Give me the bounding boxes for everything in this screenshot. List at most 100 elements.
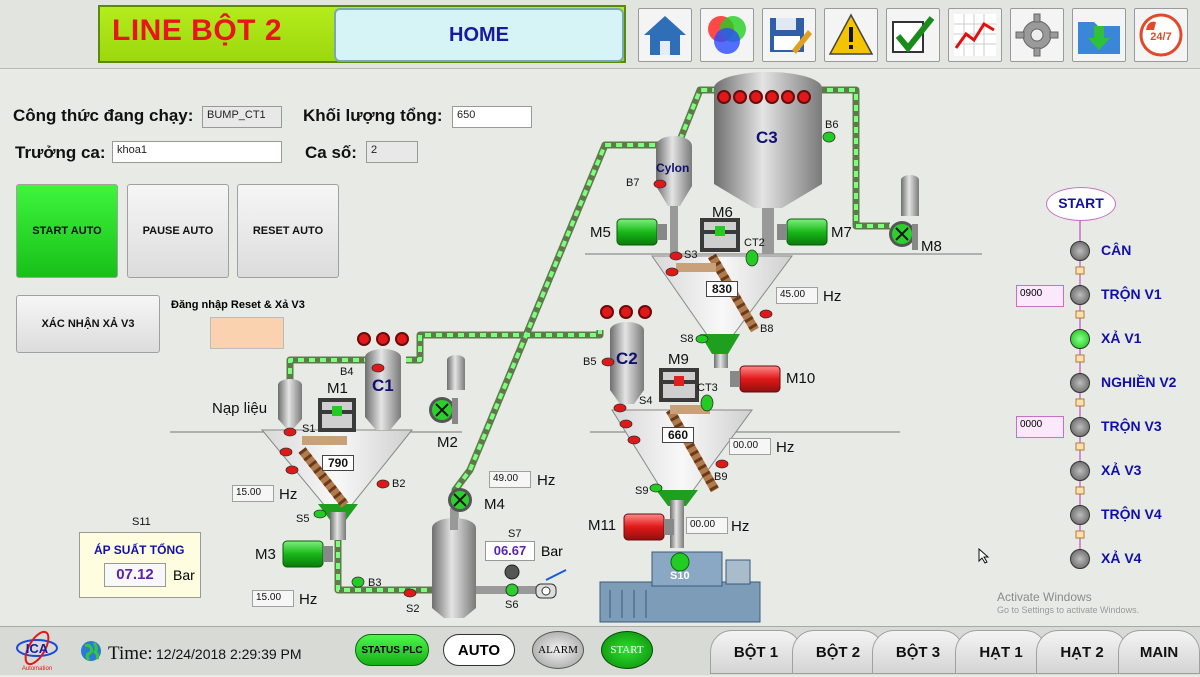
support-button[interactable]: 24/7: [1134, 8, 1188, 62]
warning-icon: [828, 13, 874, 55]
cylon-label: Cylon: [656, 161, 690, 175]
login-label: Đăng nhập Reset & Xả V3: [171, 299, 305, 311]
sensor-s2-label: S2: [406, 603, 420, 615]
trend-chart-icon: [954, 14, 996, 56]
tab-hat-2[interactable]: HẠT 2: [1036, 630, 1128, 674]
trend-button[interactable]: [948, 8, 1002, 62]
gear-icon: [1015, 13, 1059, 57]
sensor-s10-label: S10: [670, 570, 690, 582]
tab-hat-1[interactable]: HẠT 1: [955, 630, 1047, 674]
sensor-s6-label: S6: [505, 599, 519, 611]
motor-m5-label: M5: [590, 224, 611, 241]
tank-c1-label: C1: [372, 376, 394, 395]
mixer1-value: 790: [322, 455, 354, 471]
sequence-step-label: CÂN: [1101, 242, 1132, 258]
sequence-step-label: XẢ V1: [1101, 330, 1142, 346]
sequence-step-lamp: [1070, 329, 1090, 349]
tab-main[interactable]: MAIN: [1118, 630, 1200, 674]
alarm-indicator[interactable]: ALARM: [532, 631, 584, 669]
recipe-label: Công thức đang chạy:: [13, 106, 194, 125]
save-edit-button[interactable]: [762, 8, 816, 62]
m3-hz-b-field[interactable]: 15.00: [252, 590, 294, 607]
motor-m11-label: M11: [588, 517, 617, 534]
sequence-step-label: NGHIỀN V2: [1101, 374, 1177, 390]
color-wheel-icon: [708, 16, 746, 54]
tron-v3-value-field[interactable]: 0000: [1016, 416, 1064, 438]
tron-v1-value-field[interactable]: 0900: [1016, 285, 1064, 307]
home-button[interactable]: [638, 8, 692, 62]
motor-m1-label: M1: [327, 380, 348, 397]
status-plc-indicator[interactable]: STATUS PLC: [355, 634, 429, 666]
check-button[interactable]: [886, 8, 940, 62]
shift-leader-field[interactable]: khoa1: [112, 141, 282, 163]
warning-button[interactable]: [824, 8, 878, 62]
pressure-tag: S11: [132, 516, 151, 528]
motor-m4-label: M4: [484, 496, 505, 513]
tank-c3-label: C3: [756, 128, 778, 147]
total-weight-label: Khối lượng tổng:: [303, 106, 443, 125]
sensor-s1-label: S1: [302, 423, 316, 435]
tank-c2-label: C2: [616, 349, 638, 368]
checkmark-icon: [892, 16, 935, 53]
mouse-cursor-icon: [978, 548, 990, 564]
svg-text:ICA: ICA: [26, 641, 49, 656]
screen-title: HOME: [334, 8, 624, 62]
hz-unit: Hz: [731, 518, 750, 535]
motor-m6-label: M6: [712, 204, 733, 221]
sensor-b8-label: B8: [760, 323, 774, 335]
start-indicator[interactable]: START: [601, 631, 653, 669]
svg-text:Automation: Automation: [22, 666, 52, 672]
pressure-value: 07.12: [104, 563, 166, 587]
reset-auto-button[interactable]: RESET AUTO: [237, 184, 339, 278]
m11-hz-field[interactable]: 00.00: [686, 517, 728, 534]
tab-bot-1[interactable]: BỘT 1: [710, 630, 802, 674]
sequence-step-label: XẢ V4: [1101, 550, 1142, 566]
company-logo: ICA Automation: [14, 628, 60, 672]
shift-no-label: Ca số:: [305, 143, 357, 162]
sensor-b6-label: B6: [825, 119, 839, 131]
sequence-step-label: TRỘN V1: [1101, 286, 1162, 302]
total-weight-field[interactable]: 650: [452, 106, 532, 128]
hz-unit: Hz: [537, 472, 556, 489]
tab-bot-3[interactable]: BỘT 3: [872, 630, 964, 674]
color-button[interactable]: [700, 8, 754, 62]
settings-button[interactable]: [1010, 8, 1064, 62]
auto-mode-indicator[interactable]: AUTO: [443, 634, 515, 666]
pause-auto-button[interactable]: PAUSE AUTO: [127, 184, 229, 278]
download-button[interactable]: [1072, 8, 1126, 62]
sequence-step-label: TRỘN V3: [1101, 418, 1162, 434]
sensor-b2-label: B2: [392, 478, 406, 490]
s7-pressure-value: 06.67: [485, 541, 535, 561]
home-icon: [644, 16, 686, 55]
sequence-step-lamp: [1070, 241, 1090, 261]
m4-hz-field[interactable]: 49.00: [489, 471, 531, 488]
tab-bot-2[interactable]: BỘT 2: [792, 630, 884, 674]
download-folder-icon: [1078, 22, 1120, 54]
sensor-s4-label: S4: [639, 395, 653, 407]
m9-hz-field[interactable]: 00.00: [729, 438, 771, 455]
hz-unit: Hz: [299, 591, 318, 608]
sensor-s9-label: S9: [635, 485, 649, 497]
svg-text:24/7: 24/7: [1150, 31, 1171, 43]
hz-unit: Hz: [823, 288, 842, 305]
motor-m3-label: M3: [255, 546, 276, 563]
confirm-discharge-v3-button[interactable]: XÁC NHẬN XẢ V3: [16, 295, 160, 353]
shift-leader-label: Trưởng ca:: [15, 143, 106, 162]
sensor-ct3-label: CT3: [697, 382, 718, 394]
m10-hz-field[interactable]: 45.00: [776, 287, 818, 304]
m3-hz-a-field[interactable]: 15.00: [232, 485, 274, 502]
line-title: LINE BỘT 2: [112, 14, 283, 47]
sequence-step-lamp: [1070, 505, 1090, 525]
sequence-step-lamp: [1070, 461, 1090, 481]
login-field[interactable]: [210, 317, 284, 349]
motor-m7-label: M7: [831, 224, 852, 241]
motor-m8-label: M8: [921, 238, 942, 255]
sensor-ct2-label: CT2: [744, 237, 765, 249]
shift-no-field: 2: [366, 141, 418, 163]
watermark-line2: Go to Settings to activate Windows.: [997, 605, 1140, 615]
sequence-start: START: [1046, 187, 1116, 221]
motor-m10-label: M10: [786, 370, 816, 387]
hz-unit: Hz: [279, 486, 298, 503]
start-auto-button[interactable]: START AUTO: [16, 184, 118, 278]
